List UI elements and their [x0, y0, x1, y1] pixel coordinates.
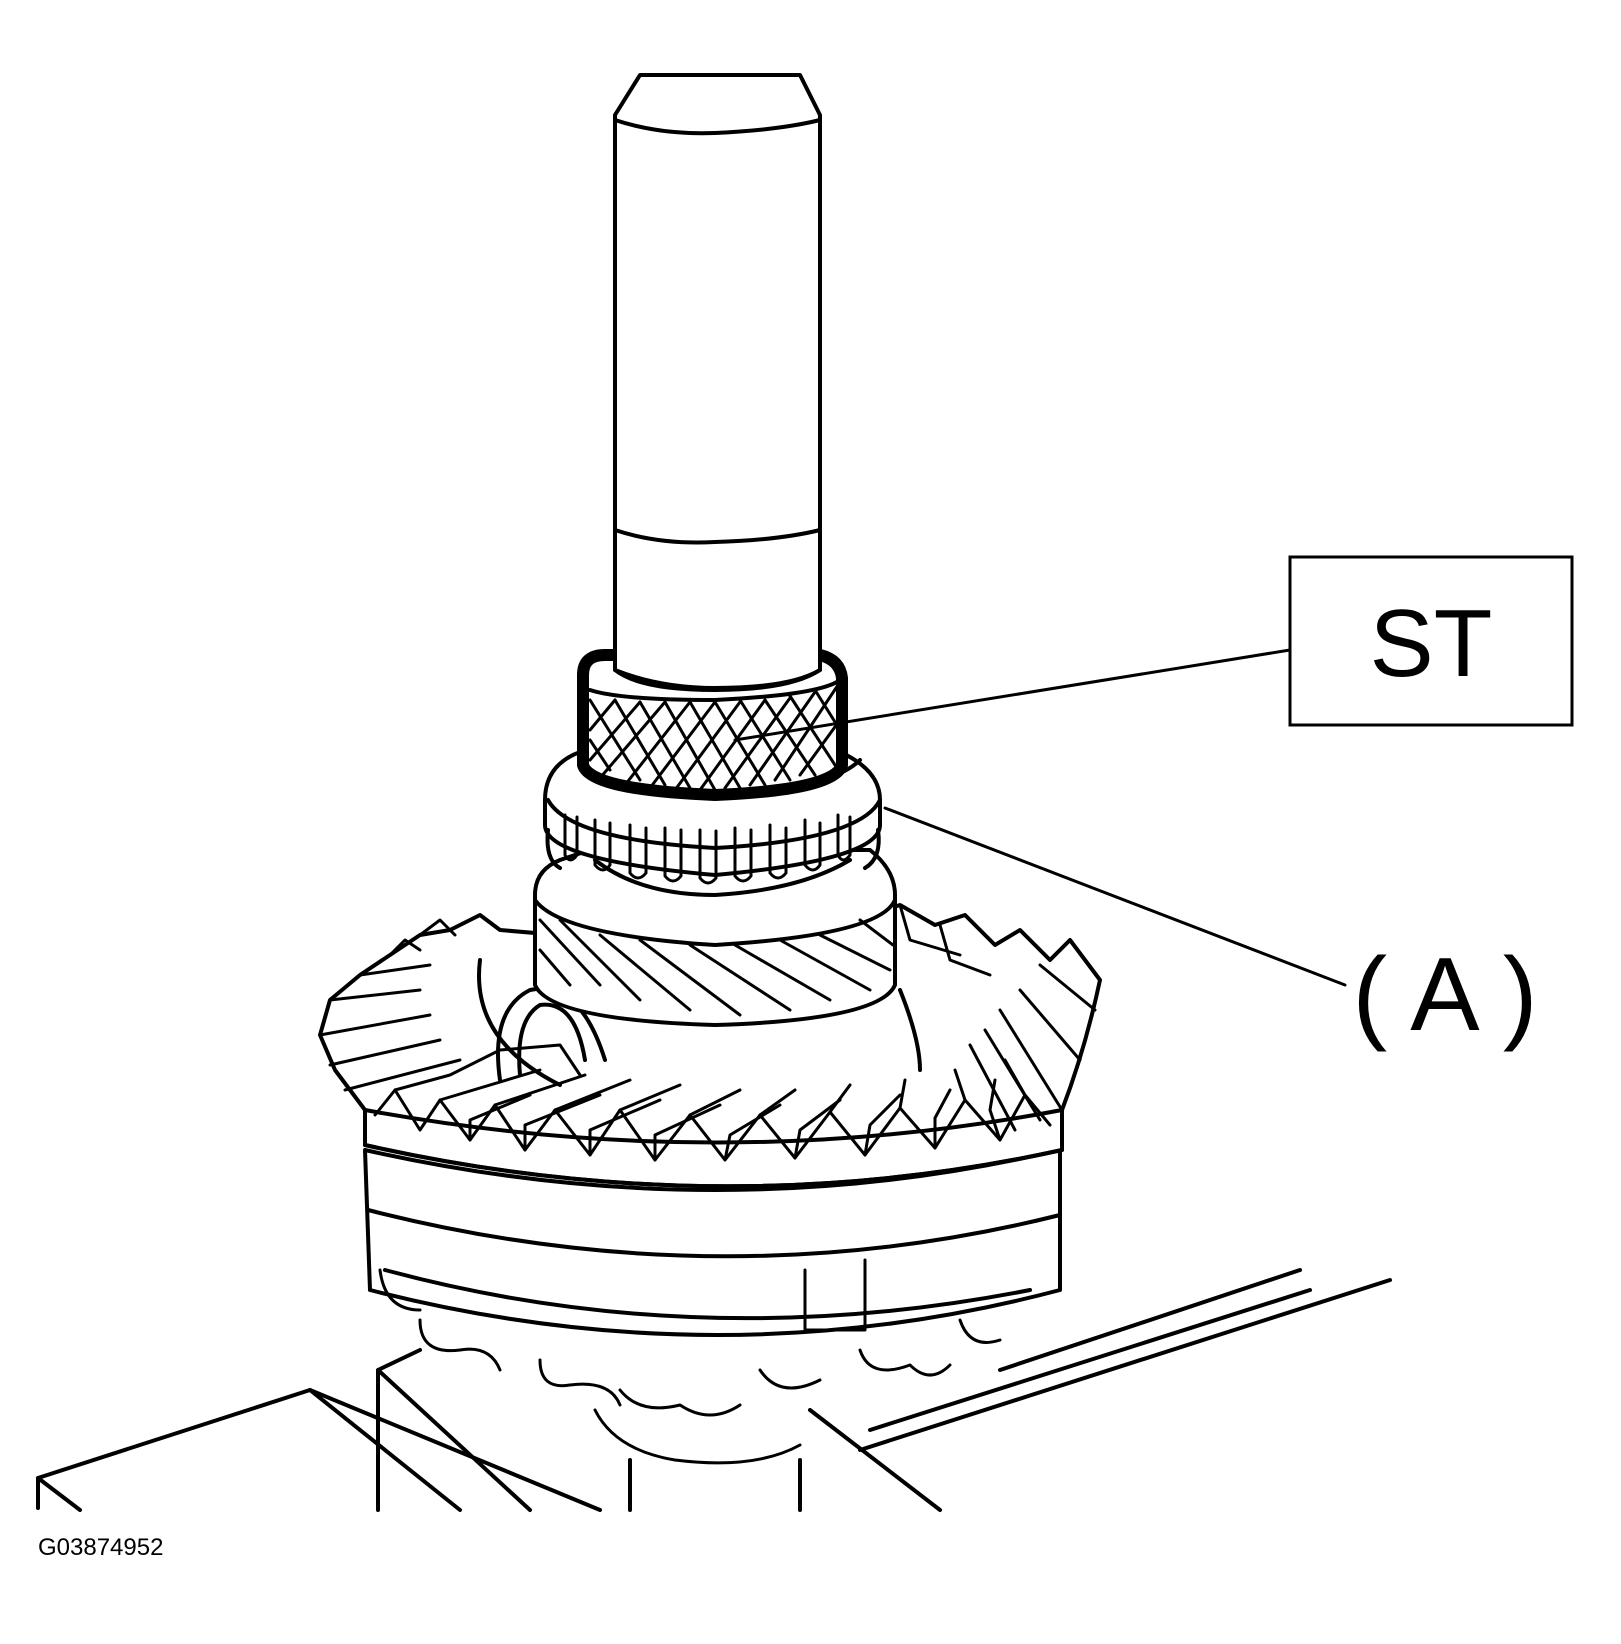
differential-case — [363, 1148, 1062, 1465]
st-label-box — [1288, 555, 1574, 727]
press-shaft — [613, 73, 822, 692]
st-label: ST — [1370, 590, 1493, 697]
part-a-label: ( A ) — [1353, 937, 1538, 1053]
side-gear-hub — [533, 848, 897, 1027]
special-tool-collar — [577, 649, 848, 801]
figure-code: G03874952 — [38, 1534, 163, 1561]
callout-a: ( A ) — [883, 806, 1538, 1053]
base-blocks — [36, 1268, 1392, 1512]
callout-st: ST — [733, 555, 1574, 742]
